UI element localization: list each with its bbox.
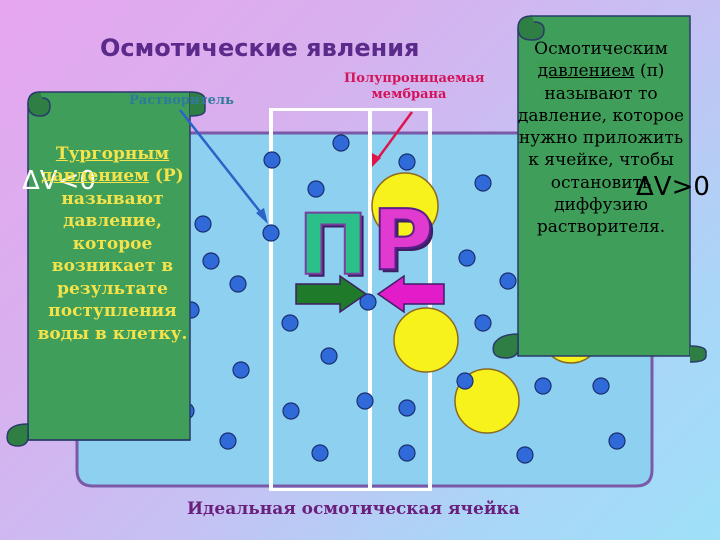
cell-caption: Идеальная осмотическая ячейка — [187, 499, 520, 519]
turgor-definition: Тургорным давлением (Р) называют давлени… — [30, 143, 195, 345]
small-particle — [320, 347, 338, 365]
right-pressure-arrow — [376, 274, 445, 314]
small-particle — [281, 314, 299, 332]
membrane-left-wall — [269, 108, 273, 491]
small-particle — [356, 392, 374, 410]
small-particle — [592, 377, 610, 395]
left-pressure-arrow — [295, 274, 368, 314]
left-scroll — [6, 91, 206, 447]
turgor-term: Тургорным давлением — [41, 144, 170, 187]
right-scroll — [492, 15, 707, 363]
small-particle — [359, 293, 377, 311]
small-particle — [474, 314, 492, 332]
solvent-pointer-arrow — [179, 109, 268, 224]
small-particle — [456, 372, 474, 390]
osmotic-definition: Осмотическим давлением (π) называют то д… — [513, 38, 689, 238]
membrane-top-edge — [269, 108, 432, 111]
small-particle — [194, 215, 212, 233]
small-particle — [534, 377, 552, 395]
small-particle — [458, 249, 476, 267]
small-particle — [516, 446, 534, 464]
small-particle — [219, 432, 237, 450]
small-particle — [229, 275, 247, 293]
small-particle — [307, 180, 325, 198]
small-particle — [398, 153, 416, 171]
small-particle — [232, 361, 250, 379]
small-particle — [398, 444, 416, 462]
small-particle — [311, 444, 329, 462]
solute-faint-label: растворённое вещество (молекулы) — [534, 59, 608, 96]
membrane-pointer-arrow — [372, 111, 414, 167]
membrane-bottom-edge — [269, 488, 432, 491]
turgor-definition-rest: называют давление, которое возникает в р… — [37, 188, 188, 344]
small-particle — [398, 399, 416, 417]
osmotic-definition-rest: называют то давление, которое нужно прил… — [517, 83, 685, 238]
small-particle — [202, 252, 220, 270]
small-particle — [332, 134, 350, 152]
small-particle — [262, 224, 280, 242]
right-volume-formula: ΔV>0 — [636, 172, 710, 202]
small-particle — [474, 174, 492, 192]
small-particle — [263, 151, 281, 169]
turgor-pressure-symbol: Р — [371, 191, 435, 289]
osmotic-symbol: (π) — [639, 61, 665, 82]
turgor-symbol: (Р) — [154, 166, 184, 187]
large-particle — [393, 307, 459, 373]
slide-title: Осмотические явления — [100, 34, 420, 62]
small-particle — [282, 402, 300, 420]
left-volume-formula: ΔV<0 — [22, 166, 96, 196]
small-particle — [608, 432, 626, 450]
membrane-label: Полупроницаемая мембрана — [344, 71, 485, 103]
osmotic-line1: Осмотическим — [534, 39, 668, 59]
large-particle — [371, 172, 439, 240]
small-particle — [499, 272, 517, 290]
solvent-label: Растворитель — [129, 93, 234, 108]
osmotic-pressure-symbol: П — [297, 196, 369, 294]
osmotic-term: давлением — [537, 61, 635, 82]
